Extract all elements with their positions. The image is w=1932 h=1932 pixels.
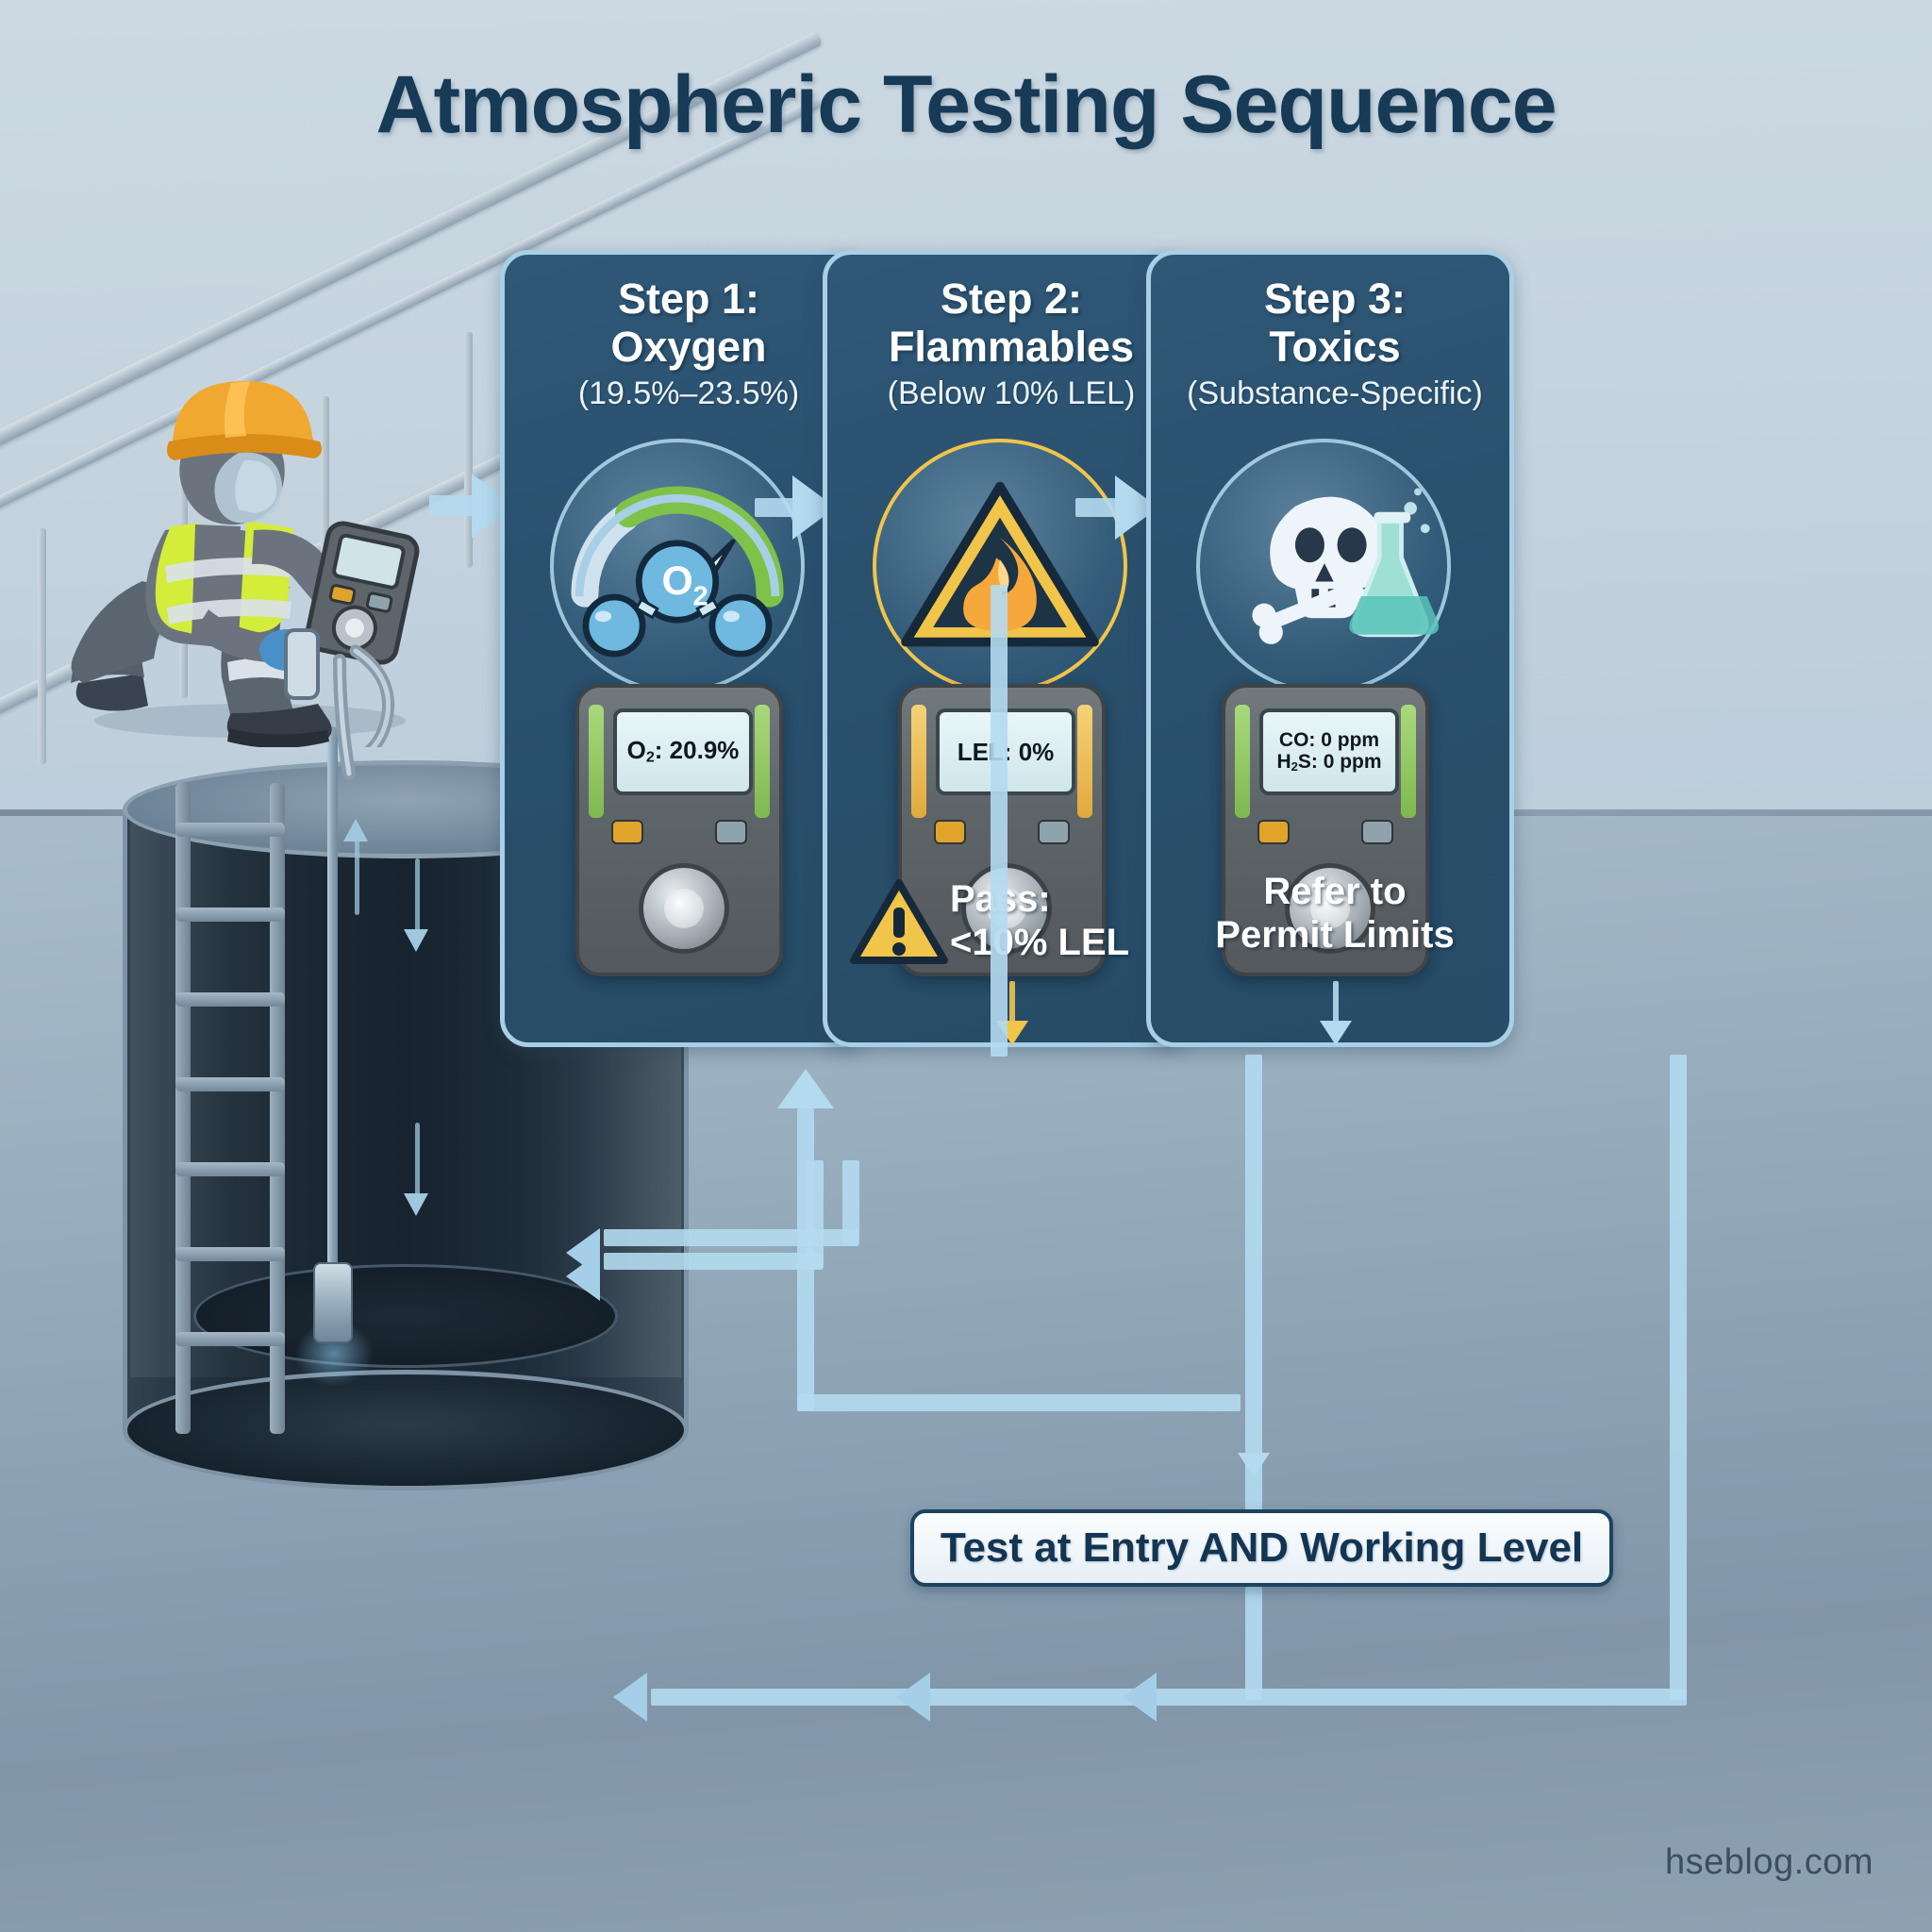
step1-header: Step 1: Oxygen (19.5%–23.5%) bbox=[476, 275, 901, 412]
step3-result-line1: Refer to bbox=[1263, 871, 1407, 912]
sampling-hose bbox=[333, 654, 356, 780]
step-card-toxics[interactable]: Step 3: Toxics (Substance-Specific) bbox=[1146, 250, 1514, 1047]
step-card-oxygen[interactable]: Step 1: Oxygen (19.5%–23.5%) O 2 bbox=[500, 250, 868, 1047]
step2-header: Step 2: Flammables (Below 10% LEL) bbox=[799, 275, 1224, 412]
svg-text:2: 2 bbox=[692, 582, 708, 612]
step2-result-line2: <10% LEL bbox=[950, 922, 1130, 964]
step1-range: (19.5%–23.5%) bbox=[577, 375, 800, 411]
h2s-reading-subscript: 2 bbox=[1291, 759, 1298, 774]
o2-reading-value: : 20.9% bbox=[654, 736, 740, 765]
banner-text: Test at Entry AND Working Level bbox=[940, 1524, 1584, 1571]
step3-result-connector bbox=[1333, 981, 1339, 1024]
step3-name: Toxics bbox=[1269, 322, 1401, 371]
worker-kneeling-with-gas-detector bbox=[71, 380, 420, 747]
warning-triangle-icon bbox=[850, 879, 948, 964]
detector-mode-button-step3[interactable] bbox=[1361, 820, 1393, 844]
step3-label: Step 3: bbox=[1263, 275, 1407, 323]
step3-range: (Substance-Specific) bbox=[1187, 375, 1483, 411]
step2-range: (Below 10% LEL) bbox=[887, 375, 1136, 411]
step1-label: Step 1: bbox=[617, 275, 760, 323]
h2s-reading-value: S: 0 ppm bbox=[1297, 751, 1382, 774]
oxygen-gauge-icon: O 2 bbox=[550, 439, 805, 693]
o2-reading-label: O bbox=[626, 736, 646, 765]
flammable-hazard-icon bbox=[873, 439, 1127, 693]
detector-screen-step3: CO: 0 ppm H2S: 0 ppm bbox=[1259, 708, 1399, 795]
page-title: Atmospheric Testing Sequence bbox=[375, 59, 1557, 150]
detector-mode-button-step2[interactable] bbox=[1038, 820, 1070, 844]
step3-header: Step 3: Toxics (Substance-Specific) bbox=[1123, 275, 1547, 412]
h2s-reading-label: H bbox=[1276, 751, 1291, 774]
step1-name: Oxygen bbox=[610, 322, 767, 371]
step3-result-line2: Permit Limits bbox=[1215, 914, 1455, 957]
detector-power-button-step1[interactable] bbox=[611, 820, 643, 844]
step3-result: Refer to Permit Limits bbox=[1151, 870, 1519, 958]
step2-label: Step 2: bbox=[940, 275, 1083, 323]
detector-screen-step1: O2: 20.9% bbox=[613, 708, 753, 795]
detector-mode-button-step1[interactable] bbox=[715, 820, 747, 844]
banner-test-at-entry[interactable]: Test at Entry AND Working Level bbox=[910, 1509, 1613, 1587]
o2-reading-subscript: 2 bbox=[645, 748, 655, 766]
svg-text:O: O bbox=[662, 558, 693, 604]
watermark: hseblog.com bbox=[1665, 1842, 1874, 1882]
detector-power-button-step3[interactable] bbox=[1257, 820, 1290, 844]
gas-detector-step3[interactable]: CO: 0 ppm H2S: 0 ppm bbox=[1222, 684, 1429, 976]
detector-knob-step3[interactable] bbox=[1285, 863, 1375, 954]
skull-and-flask-icon bbox=[1196, 439, 1451, 693]
step3-result-arrowhead bbox=[1320, 1021, 1352, 1045]
gas-detector-step1[interactable]: O2: 20.9% bbox=[575, 684, 783, 976]
detector-power-button-step2[interactable] bbox=[934, 820, 966, 844]
co-reading: CO: 0 ppm bbox=[1278, 729, 1380, 752]
detector-knob-step1[interactable] bbox=[639, 863, 729, 954]
step2-name: Flammables bbox=[888, 322, 1135, 371]
step2-result-connector bbox=[1009, 981, 1015, 1024]
